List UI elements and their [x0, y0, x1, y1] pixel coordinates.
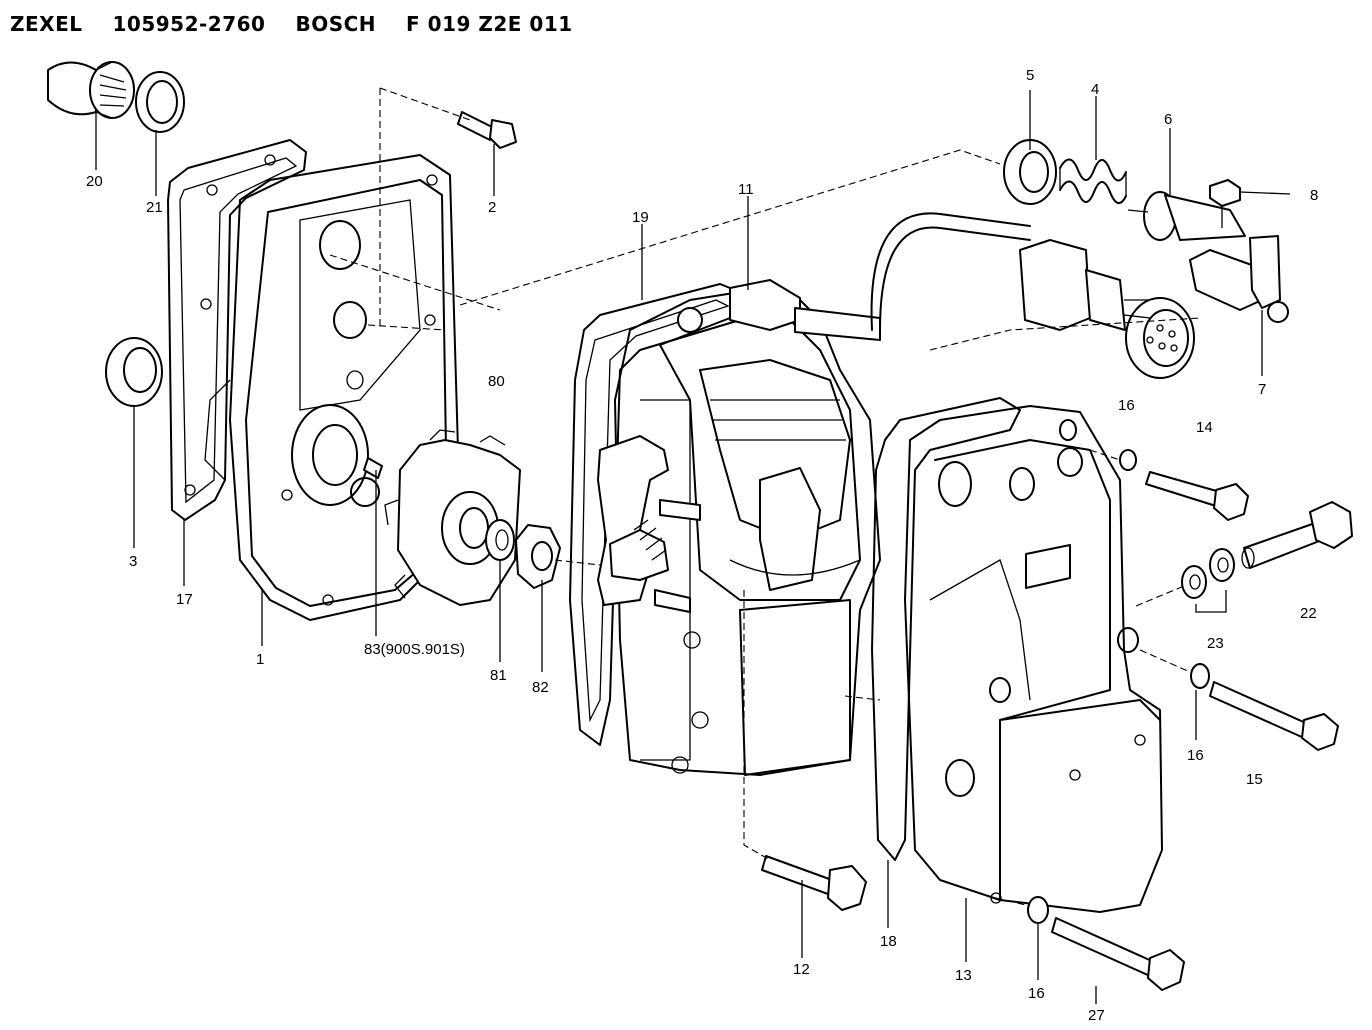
part-21-washer: [135, 71, 185, 133]
part-20-plug: [47, 61, 135, 119]
callout-17: 17: [176, 591, 193, 608]
part-19-gasket: [569, 283, 741, 746]
callout-23: 23: [1207, 635, 1224, 652]
callout-16-lower: 16: [1028, 985, 1045, 1002]
callout-81: 81: [490, 667, 507, 684]
assembly-lines: [329, 87, 1201, 907]
part-13-cover: [904, 405, 1163, 913]
callout-20: 20: [86, 173, 103, 190]
brand-label: ZEXEL: [10, 12, 83, 36]
callout-11: 11: [738, 181, 754, 198]
part-6-plunger: [1127, 191, 1246, 241]
callout-80: 80: [488, 373, 505, 390]
callout-83: 83(900S.901S): [364, 641, 465, 658]
callout-14: 14: [1196, 419, 1213, 436]
callout-27: 27: [1088, 1007, 1105, 1024]
callout-21: 21: [146, 199, 163, 216]
callout-3: 3: [129, 553, 137, 570]
connector-assembly: [1019, 239, 1195, 379]
maker-code: F 019 Z2E 011: [406, 12, 573, 36]
part-11-fitting: [729, 212, 1031, 341]
callout-1: 1: [256, 651, 264, 668]
governor-body: [614, 291, 881, 776]
part-12-bolt: [761, 855, 867, 911]
callout-5: 5: [1026, 67, 1034, 84]
part-1-housing: [204, 154, 459, 621]
part-22-bolt: [1241, 501, 1353, 569]
part-3-seal: [105, 337, 163, 407]
leader-lines: [95, 90, 1263, 1004]
part-15-bolt: [1190, 663, 1339, 751]
part-7-bracket: [1189, 235, 1289, 323]
callout-15: 15: [1246, 771, 1263, 788]
callout-22: 22: [1300, 605, 1317, 622]
callout-19: 19: [632, 209, 649, 226]
callout-18: 18: [880, 933, 897, 950]
part-17-gasket: [167, 139, 307, 521]
callout-7: 7: [1258, 381, 1266, 398]
callout-4: 4: [1091, 81, 1099, 98]
callout-16-upper: 16: [1118, 397, 1135, 414]
callout-13: 13: [955, 967, 972, 984]
callout-12: 12: [793, 961, 810, 978]
maker-label: BOSCH: [295, 12, 377, 36]
part-27-bolt: [1027, 896, 1185, 991]
part-18-gasket: [871, 397, 1021, 861]
lever-assembly: [597, 435, 701, 613]
diagram-header: ZEXEL 105952-2760 BOSCH F 019 Z2E 011: [10, 12, 603, 36]
callout-labels: 20 21 2 5 4 6 8 11 19 7 80 16 14 3 17 1 …: [86, 67, 1318, 1024]
part-2-bolt: [457, 111, 517, 149]
callout-8: 8: [1310, 187, 1318, 204]
part-23-washers: [1181, 548, 1235, 613]
part-81-washer: [485, 519, 515, 561]
part-14-bolt: [1119, 449, 1249, 521]
callout-2: 2: [488, 199, 496, 216]
part-number: 105952-2760: [112, 12, 266, 36]
callout-6: 6: [1164, 111, 1172, 128]
callout-16-middle: 16: [1187, 747, 1204, 764]
part-8-screw: [1209, 179, 1291, 228]
part-82-nut: [515, 524, 561, 589]
part-4-spring: [1059, 158, 1127, 204]
part-83-gear: [363, 429, 521, 606]
callout-82: 82: [532, 679, 549, 696]
